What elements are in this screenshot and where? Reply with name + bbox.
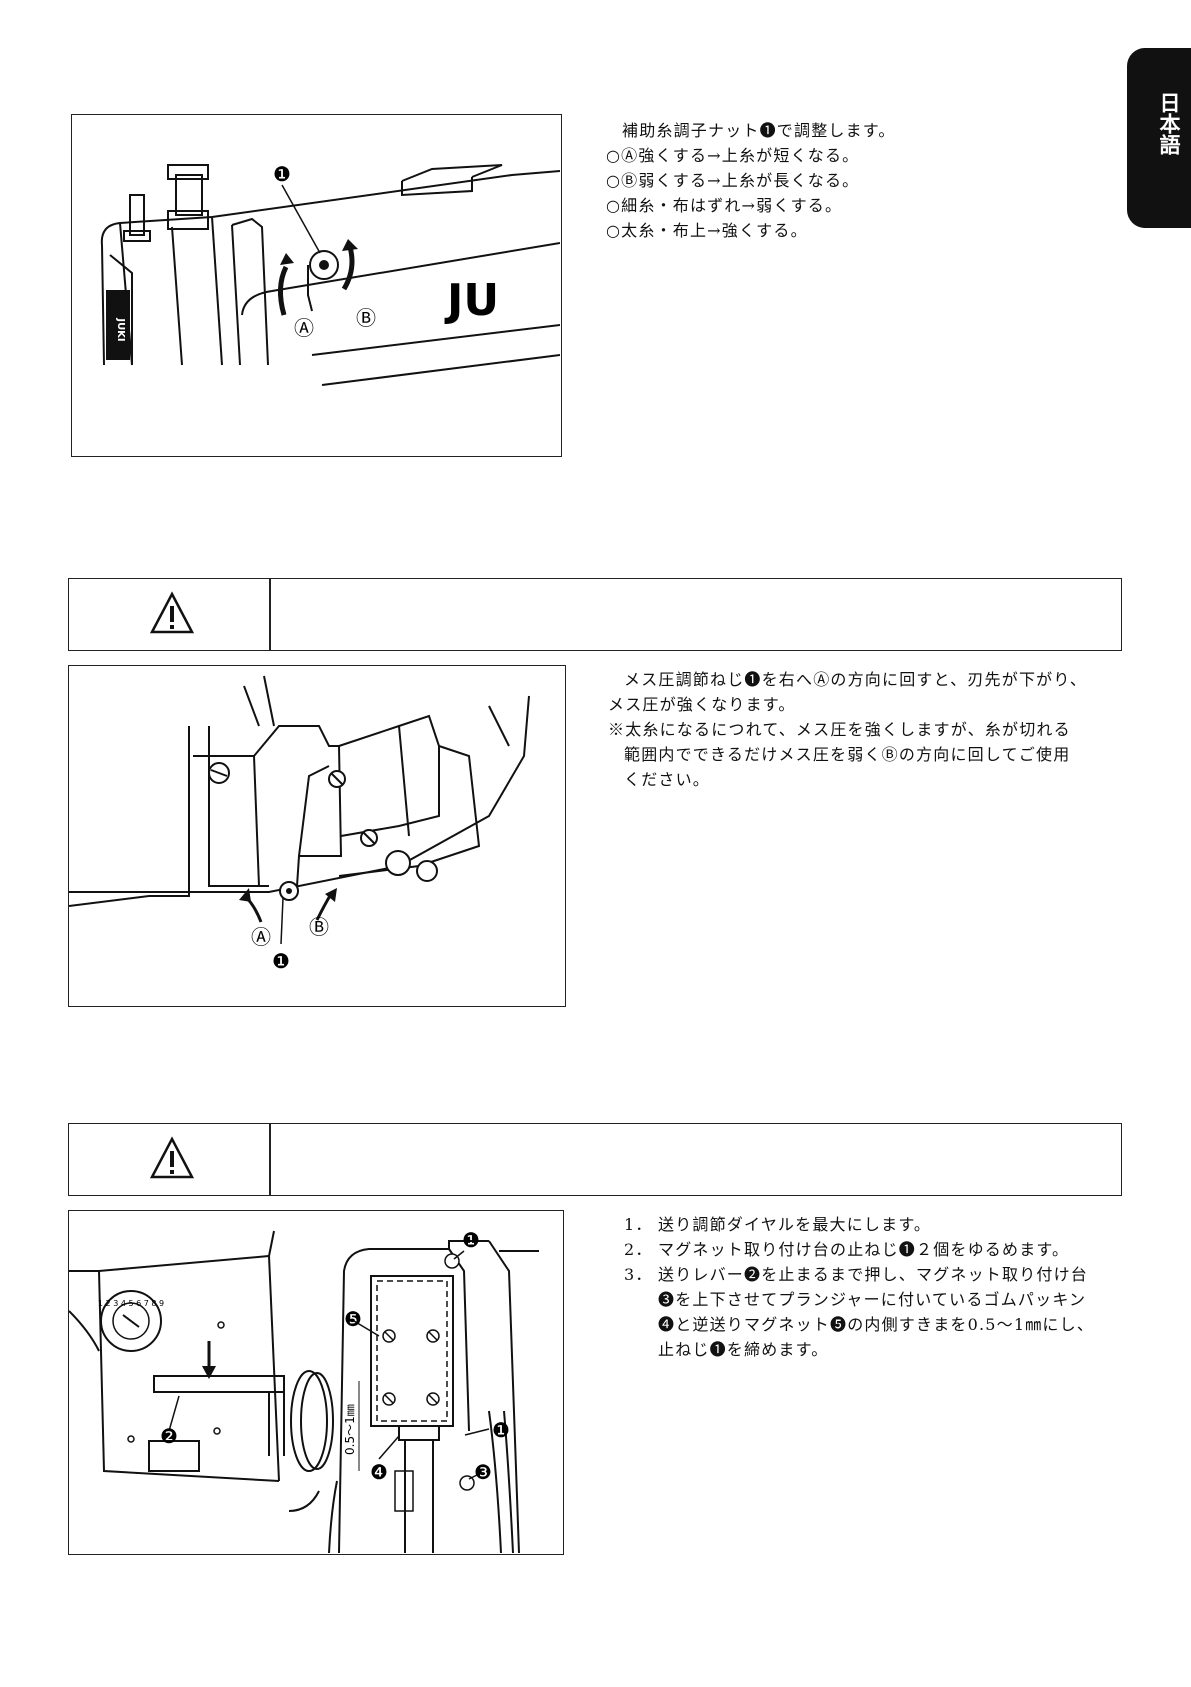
knife-pressure-illustration: Ⓐ Ⓑ ❶ [69, 675, 530, 973]
callout-a: Ⓐ [251, 925, 271, 949]
instruction-line: ○Ⓐ強くする→上糸が短くなる。 [606, 146, 860, 165]
step-item: 3． 送りレバー❷を止まるまで押し、マグネット取り付け台 [624, 1262, 1094, 1287]
step-text: 止ねじ❶を締めます。 [658, 1340, 829, 1359]
instruction-line: メス圧調節ねじ❶を右へⒶの方向に回すと、刃先が下がり、 [624, 670, 1088, 689]
figure-reverse-magnet: 1 2 3 4 5 6 7 8 9 0.5〜1㎜ [68, 1210, 564, 1555]
step-number: 2． [624, 1240, 653, 1259]
callout-1: ❶ [273, 162, 291, 186]
callout-b: Ⓑ [309, 915, 329, 939]
step-text: ❸を上下させてプランジャーに付いているゴムパッキン [658, 1290, 1087, 1309]
instruction-line: 範囲内でできるだけメス圧を弱くⒷの方向に回してご使用 [624, 745, 1071, 764]
warning-triangle-icon [149, 591, 195, 634]
warning-divider [269, 1124, 271, 1195]
step-number: 3． [624, 1265, 653, 1284]
warning-divider [269, 579, 271, 650]
callout-4: ❹ [370, 1460, 388, 1484]
reverse-magnet-illustration: 1 2 3 4 5 6 7 8 9 0.5〜1㎜ [69, 1228, 539, 1553]
side-logo-text: JUKI [115, 317, 126, 341]
step-text: マグネット取り付け台の止ねじ❶２個をゆるめます。 [658, 1240, 1070, 1259]
step-item: 2． マグネット取り付け台の止ねじ❶２個をゆるめます。 [624, 1237, 1094, 1262]
callout-5: ❺ [344, 1307, 362, 1331]
instruction-line: ください。 [624, 770, 711, 789]
instruction-line: メス圧が強くなります。 [608, 695, 796, 714]
step-text: ❹と逆送りマグネット❺の内側すきまを0.5〜1㎜にし、 [658, 1315, 1095, 1334]
instruction-line: ○Ⓑ弱くする→上糸が長くなる。 [606, 171, 860, 190]
callout-b: Ⓑ [356, 306, 376, 330]
step-number: 1． [624, 1215, 653, 1234]
warning-box [68, 1123, 1122, 1196]
instruction-line: ※太糸になるにつれて、メス圧を強くしますが、糸が切れる [608, 720, 1071, 739]
section3-instructions: 1． 送り調節ダイヤルを最大にします。 2． マグネット取り付け台の止ねじ❶２個をゆ… [624, 1212, 1094, 1362]
figure-knife-pressure: Ⓐ Ⓑ ❶ [68, 665, 566, 1007]
machine-logo: JU [444, 275, 499, 326]
language-tab-label: 日本語 [1157, 92, 1181, 155]
step-item: 1． 送り調節ダイヤルを最大にします。 [624, 1212, 1094, 1237]
step-text: 送り調節ダイヤルを最大にします。 [658, 1215, 932, 1234]
callout-a: Ⓐ [294, 316, 314, 340]
warning-triangle-icon [149, 1136, 195, 1179]
thread-tension-illustration: JUKI JU ❶ Ⓐ Ⓑ [100, 162, 560, 386]
callout-3: ❸ [474, 1460, 492, 1484]
language-tab[interactable]: 日本語 [1127, 48, 1191, 228]
section1-instructions: 補助糸調子ナット❶で調整します。 ○Ⓐ強くする→上糸が短くなる。 ○Ⓑ弱くする→… [606, 118, 896, 243]
dial-numbers: 1 2 3 4 5 6 7 8 9 [98, 1299, 164, 1308]
callout-2: ❷ [160, 1424, 178, 1448]
section2-instructions: メス圧調節ねじ❶を右へⒶの方向に回すと、刃先が下がり、 メス圧が強くなります。 … [608, 667, 1087, 792]
instruction-line: 補助糸調子ナット❶で調整します。 [622, 121, 896, 140]
callout-1: ❶ [492, 1418, 510, 1442]
callout-1: ❶ [462, 1228, 480, 1252]
instruction-line: ○太糸・布上→強くする。 [606, 221, 808, 240]
instruction-line: ○細糸・布はずれ→弱くする。 [606, 196, 843, 215]
callout-1: ❶ [272, 949, 290, 973]
warning-box [68, 578, 1122, 651]
step-text: 送りレバー❷を止まるまで押し、マグネット取り付け台 [658, 1265, 1089, 1284]
gap-dimension-label: 0.5〜1㎜ [343, 1404, 357, 1455]
figure-thread-tension-nut: JUKI JU ❶ Ⓐ Ⓑ [71, 114, 562, 457]
